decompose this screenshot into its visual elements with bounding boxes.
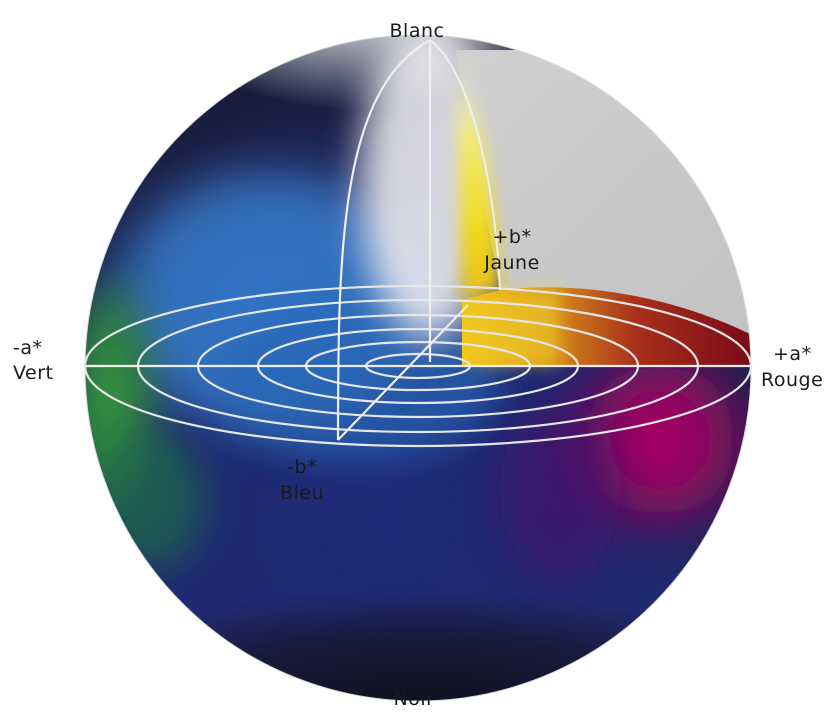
cut-edge-arc <box>429 39 501 291</box>
axes <box>85 39 752 441</box>
meridian-arc <box>336 39 431 441</box>
label-noir: Noir <box>393 688 435 710</box>
label-plus-a: +a* <box>773 343 812 365</box>
label-bleu: Bleu <box>279 482 325 504</box>
label-vert: Vert <box>13 362 54 384</box>
label-rouge: Rouge <box>761 369 824 391</box>
b-axis-line <box>337 304 469 441</box>
label-blanc: Blanc <box>389 20 445 42</box>
sphere-body <box>85 35 751 701</box>
label-plus-b: +b* <box>492 226 532 248</box>
label-jaune: Jaune <box>484 252 540 274</box>
label-minus-a: -a* <box>13 337 43 359</box>
label-minus-b: -b* <box>287 456 317 478</box>
